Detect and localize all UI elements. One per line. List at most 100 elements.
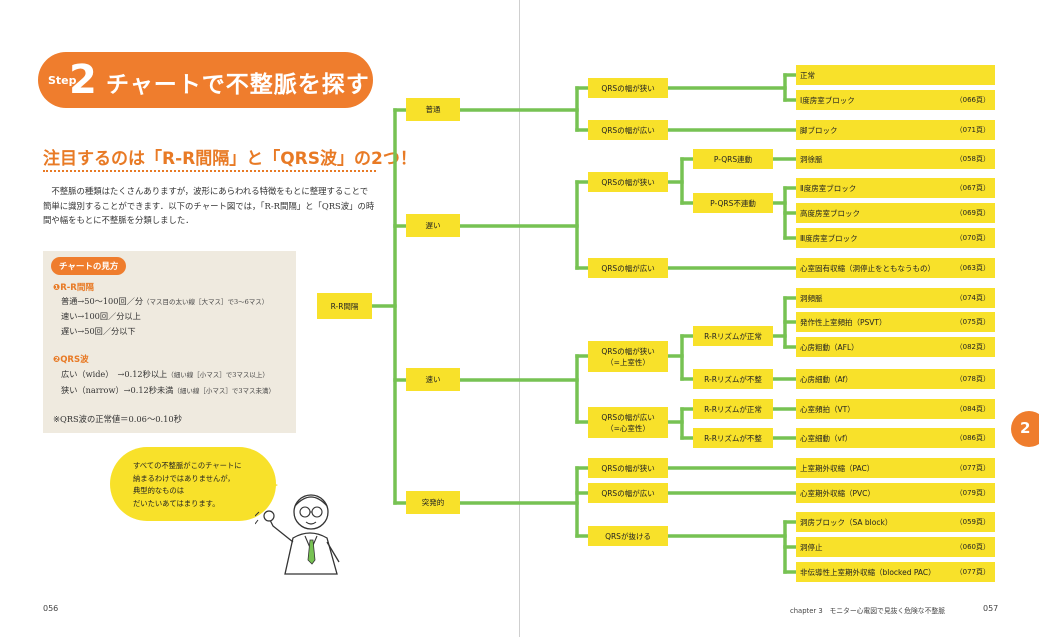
qrs-narrow-box: QRSの幅が狭い (588, 172, 668, 192)
page-ref: （059頁） (955, 518, 990, 526)
root-rr-interval-box: R-R間隔 (317, 293, 372, 319)
page-ref: （078頁） (955, 375, 990, 383)
diagnosis-name: 心室期外収縮（PVC） (800, 488, 875, 498)
diagnosis-leaf: Ⅲ度房室ブロック（070頁） (796, 228, 995, 248)
rr-sudden-box: 突発的 (406, 491, 460, 514)
diagnosis-name: Ⅱ度房室ブロック (800, 183, 857, 193)
diagnosis-leaf: 正常 (796, 65, 995, 85)
qrs-wide-note: （細い線［小マス］で3マス以上） (167, 371, 269, 379)
diagnosis-name: Ⅲ度房室ブロック (800, 233, 858, 243)
bubble-line: すべての不整脈がこのチャートに (133, 461, 242, 470)
diagnosis-name: 正常 (800, 70, 815, 80)
page-ref: （077頁） (955, 568, 990, 576)
page-ref: （060頁） (955, 543, 990, 551)
rr-rhythm-regular-box: R-Rリズムが正常 (693, 326, 773, 346)
diagnosis-leaf: 心室頻拍（VT） （084頁） (796, 399, 995, 419)
diagnosis-leaf: 脚ブロック（071頁） (796, 120, 995, 140)
rr-rhythm-regular-box: R-Rリズムが正常 (693, 399, 773, 419)
intro-paragraph: 不整脈の種類はたくさんありますが，波形にあらわれる特徴をもとに整理することで簡単… (43, 186, 375, 225)
diagnosis-leaf: 上室期外収縮（PAC）（077頁） (796, 458, 995, 478)
page-ref: （082頁） (955, 343, 990, 351)
rr-slow-line: 遅い→50回／分以下 (61, 326, 136, 336)
rr-fast-box: 速い (406, 368, 460, 391)
diagnosis-leaf: Ⅰ度房室ブロック （066頁） (796, 90, 995, 110)
qrs-narrow-line: 狭い（narrow）→0.12秒未満（細い線［小マス］で3マス未満） (61, 384, 275, 396)
page-ref: （079頁） (955, 489, 990, 497)
page-ref: （058頁） (955, 155, 990, 163)
diagnosis-name: 心室頻拍（VT） (800, 404, 855, 414)
diagnosis-name: 洞徐脈 (800, 154, 823, 164)
rr-rhythm-irregular-box: R-Rリズムが不整 (693, 428, 773, 448)
qrs-box-line: （=心室性） (606, 423, 650, 433)
diagnosis-leaf: 心室期外収縮（PVC） （079頁） (796, 483, 995, 503)
speech-bubble (110, 447, 276, 521)
bubble-line: 典型的なものは (133, 486, 185, 495)
pqrs-linked-box: P-QRS連動 (693, 149, 773, 169)
pqrs-unlinked-box: P-QRS不連動 (693, 193, 773, 213)
doctor-illustration (255, 494, 340, 575)
diagnosis-name: 心室固有収縮（洞停止をともなうもの） (800, 263, 935, 273)
section-headline: 注目するのは「R-R間隔」と「QRS波」の2つ！ (43, 149, 417, 169)
step-title: チャートで不整脈を探す (106, 72, 370, 98)
rr-fast-line: 速い→100回／分以上 (61, 311, 141, 321)
right-folio: 057 (983, 604, 999, 613)
diagnosis-name: 非伝導性上室期外収縮（blocked PAC） (800, 567, 936, 577)
page-ref: （075頁） (955, 318, 990, 326)
bubble-line: 納まるわけではありませんが， (133, 473, 235, 483)
step-banner: Step 2 チャートで不整脈を探す (38, 52, 373, 108)
rr-slow-box: 遅い (406, 214, 460, 237)
diagnosis-name: 心室細動（vf） (800, 433, 853, 443)
diagnosis-leaf: 発作性上室頻拍（PSVT） （075頁） (796, 312, 995, 332)
speech-bubble-tail (258, 477, 278, 495)
qrs-wide-ventricular-box: QRSの幅が広い （=心室性） (588, 407, 668, 438)
qrs-wide-text: 広い（wide） →0.12秒以上 (61, 369, 168, 379)
diagnosis-leaf: 心室細動（vf）（086頁） (796, 428, 995, 448)
diagnosis-name: 心房粗動（AFL） (800, 342, 859, 352)
chapter-tab: 2 (1011, 411, 1039, 447)
qrs-wide-box: QRSの幅が広い (588, 258, 668, 278)
qrs-narrow-note: （細い線［小マス］で3マス未満） (173, 387, 275, 395)
qrs-heading: ❷QRS波 (53, 355, 89, 365)
qrs-narrow-box: QRSの幅が狭い (588, 458, 668, 478)
diagnosis-name: Ⅰ度房室ブロック (800, 95, 855, 105)
qrs-dropped-box: QRSが抜ける (588, 526, 668, 546)
qrs-narrow-supraventricular-box: QRSの幅が狭い （=上室性） (588, 341, 668, 372)
page-ref: （069頁） (955, 209, 990, 217)
page-ref: （084頁） (955, 405, 990, 413)
chapter-tab-number: 2 (1020, 419, 1031, 437)
diagnosis-leaf: 心房粗動（AFL） （082頁） (796, 337, 995, 357)
rr-rhythm-irregular-box: R-Rリズムが不整 (693, 369, 773, 389)
qrs-box-line: （=上室性） (606, 357, 650, 367)
page-ref: （063頁） (955, 264, 990, 272)
diagnosis-leaf: 高度房室ブロック（069頁） (796, 203, 995, 223)
page-ref: （067頁） (955, 184, 990, 192)
qrs-box-line: QRSの幅が狭い (601, 346, 655, 356)
diagnosis-name: 発作性上室頻拍（PSVT） (800, 317, 887, 327)
diagnosis-leaf: 洞停止 （060頁） (796, 537, 995, 557)
page-ref: （074頁） (955, 294, 990, 302)
diagnosis-leaf: Ⅱ度房室ブロック （067頁） (796, 178, 995, 198)
how-to-read-tab: チャートの見方 (51, 257, 127, 275)
qrs-wide-line: 広い（wide） →0.12秒以上（細い線［小マス］で3マス以上） (61, 368, 269, 380)
qrs-normal-note: ※QRS波の正常値＝0.06～0.10秒 (53, 414, 183, 424)
diagnosis-name: 心房細動（Af） (800, 374, 853, 384)
diagnosis-name: 洞頻脈 (800, 293, 823, 303)
qrs-narrow-box: QRSの幅が狭い (588, 78, 668, 98)
page-ref: （066頁） (955, 96, 990, 104)
step-number: 2 (69, 57, 97, 103)
how-to-read-box: チャートの見方 ❶R-R間隔 普通→50～100回／分（マス目の太い線［大マス］… (43, 251, 296, 433)
running-head: chapter 3 モニター心電図で見抜く危険な不整脈 (790, 607, 945, 615)
rr-interval-heading: ❶R-R間隔 (53, 283, 94, 293)
rr-normal-text: 普通→50～100回／分 (61, 296, 144, 306)
page-ref: （077頁） (955, 464, 990, 472)
diagnosis-leaf: 心室固有収縮（洞停止をともなうもの） （063頁） (796, 258, 995, 278)
left-folio: 056 (43, 604, 59, 613)
diagnosis-name: 洞停止 (800, 542, 823, 552)
page-gutter (519, 0, 520, 637)
rr-normal-note: （マス目の太い線［大マス］で3～6マス） (143, 298, 269, 306)
diagnosis-leaf: 心房細動（Af） （078頁） (796, 369, 995, 389)
step-label: Step (48, 74, 77, 87)
bubble-line: だいたいあてはまります。 (133, 498, 220, 508)
diagnosis-name: 脚ブロック (800, 125, 838, 135)
